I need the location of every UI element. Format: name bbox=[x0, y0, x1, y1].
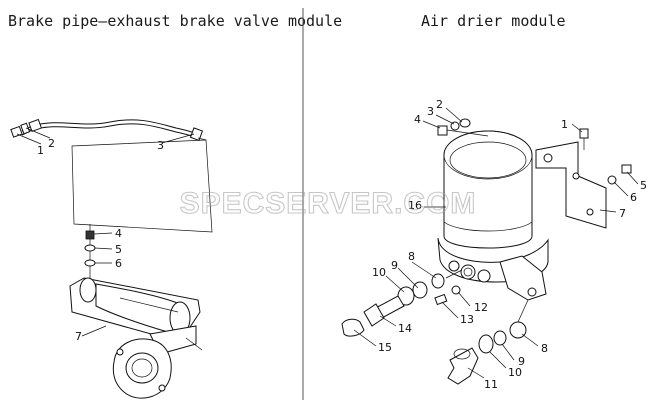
right-callout-16: 16 bbox=[408, 199, 422, 212]
right-callout-11: 11 bbox=[484, 378, 498, 391]
right-callout-12: 12 bbox=[474, 301, 488, 314]
watermark: SPECSERVER.COM bbox=[180, 187, 477, 220]
right-callout-13: 13 bbox=[460, 313, 474, 326]
right-callout-2: 2 bbox=[436, 98, 443, 111]
left-callout-1: 1 bbox=[37, 144, 44, 157]
right-callout-10-lower: 10 bbox=[508, 366, 522, 379]
right-callout-1: 1 bbox=[561, 118, 568, 131]
left-module-title: Brake pipe—exhaust brake valve module bbox=[8, 12, 342, 30]
right-module-drawing bbox=[341, 107, 639, 385]
left-callout-3: 3 bbox=[157, 139, 164, 152]
right-callout-3: 3 bbox=[427, 105, 434, 118]
left-callout-2: 2 bbox=[48, 137, 55, 150]
left-callout-4: 4 bbox=[115, 227, 122, 240]
left-callout-6: 6 bbox=[115, 257, 122, 270]
left-callout-7: 7 bbox=[75, 330, 82, 343]
right-callout-4: 4 bbox=[414, 113, 421, 126]
left-callout-5: 5 bbox=[115, 243, 122, 256]
right-callout-5: 5 bbox=[640, 179, 647, 192]
right-callout-7: 7 bbox=[619, 207, 626, 220]
right-callout-6: 6 bbox=[630, 191, 637, 204]
right-callout-14: 14 bbox=[398, 322, 412, 335]
right-callout-9-lower: 9 bbox=[518, 355, 525, 368]
right-callout-15: 15 bbox=[378, 341, 392, 354]
right-callout-8-upper: 8 bbox=[408, 250, 415, 263]
right-callout-10-upper: 10 bbox=[372, 266, 386, 279]
right-callout-8-lower: 8 bbox=[541, 342, 548, 355]
left-module-drawing bbox=[10, 118, 213, 399]
right-module-title: Air drier module bbox=[421, 12, 566, 30]
right-callout-9-upper: 9 bbox=[391, 259, 398, 272]
